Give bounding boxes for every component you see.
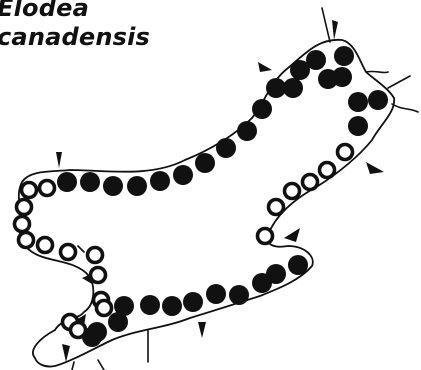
wedge-marker (62, 344, 70, 362)
filled-chloroplast (57, 172, 77, 192)
wedge-marker (332, 20, 338, 40)
wedge-marker (198, 322, 206, 338)
open-chloroplast (19, 233, 34, 248)
open-chloroplast (22, 183, 37, 198)
open-chloroplast (38, 238, 53, 253)
filled-chloroplast (237, 121, 257, 141)
open-chloroplast (15, 217, 30, 232)
filled-chloroplast (80, 172, 100, 192)
filled-chloroplast (108, 312, 128, 332)
filled-chloroplast (283, 78, 303, 98)
filled-chloroplast (229, 285, 249, 305)
filled-chloroplast (348, 92, 368, 112)
wedge-marker (258, 62, 272, 72)
filled-chloroplast (334, 46, 354, 66)
filled-chloroplast (162, 296, 182, 316)
open-chloroplast (17, 200, 32, 215)
filled-chloroplast (127, 176, 147, 196)
open-chloroplast (303, 175, 318, 190)
wedge-marker (284, 228, 300, 242)
open-chloroplast (269, 200, 284, 215)
open-chloroplast (88, 248, 103, 263)
open-chloroplast (71, 323, 86, 338)
filled-chloroplast (150, 171, 170, 191)
filled-chloroplast (173, 165, 193, 185)
filled-chloroplast (252, 273, 272, 293)
filled-chloroplast (206, 284, 226, 304)
filled-chloroplast (252, 99, 272, 119)
filled-chloroplast (368, 90, 388, 110)
filled-chloroplast (103, 176, 123, 196)
filled-chloroplast (348, 116, 368, 136)
filled-chloroplast (216, 138, 236, 158)
open-chloroplast (285, 184, 300, 199)
open-chloroplast (97, 301, 112, 316)
filled-chloroplast (183, 292, 203, 312)
wedge-marker (56, 152, 62, 168)
filled-chloroplast (140, 295, 160, 315)
open-chloroplast (338, 145, 353, 160)
filled-chloroplast (306, 50, 326, 70)
filled-chloroplast (332, 67, 352, 87)
wedge-marker (366, 162, 384, 174)
open-chloroplast (40, 181, 55, 196)
open-chloroplast (61, 245, 76, 260)
filled-chloroplast (288, 255, 308, 275)
open-chloroplast (91, 268, 106, 283)
open-chloroplast (258, 229, 273, 244)
filled-chloroplast (195, 153, 215, 173)
open-chloroplast (320, 163, 335, 178)
